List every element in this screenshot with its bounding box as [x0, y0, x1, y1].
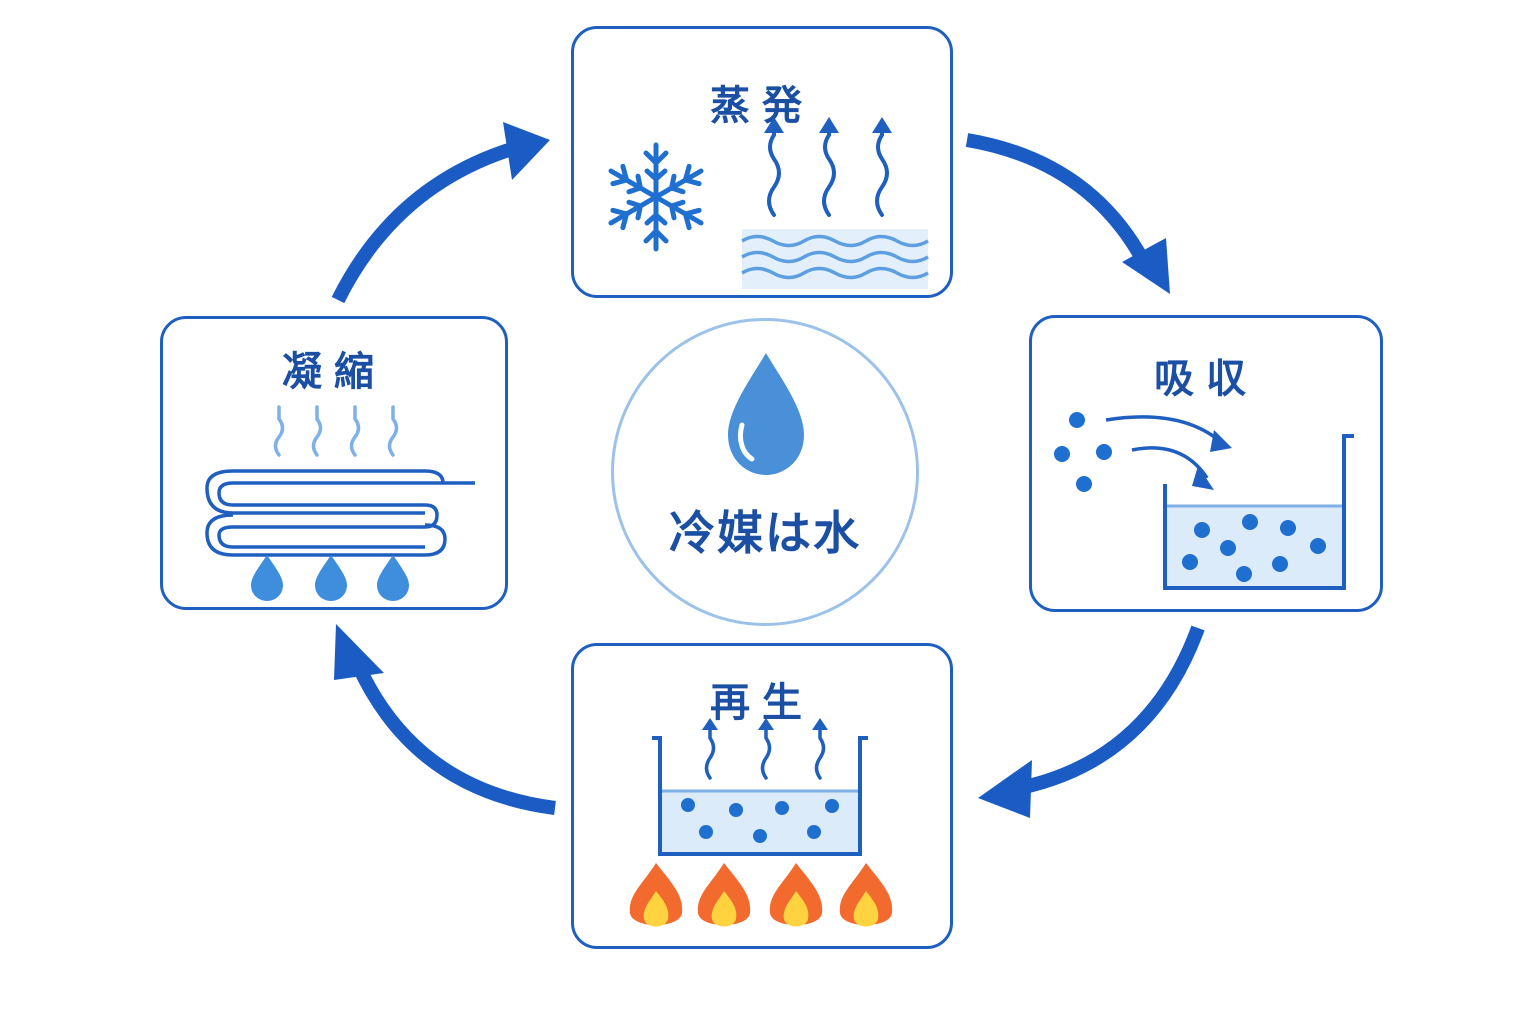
arrow-absorption-to-regeneration [1018, 625, 1205, 795]
rising-vapor-icon [767, 121, 889, 217]
water-drop-icon [251, 555, 409, 601]
arrowhead-evaporation [503, 122, 550, 180]
center-refrigerant-circle: 冷媒は水 [611, 318, 919, 626]
flame-icon [629, 863, 893, 927]
curved-arrows-icon [1105, 415, 1224, 479]
arrow-condensation-to-evaporation [331, 141, 518, 304]
step-card-absorption: 吸収 [1029, 315, 1383, 612]
step-card-regeneration: 再生 [571, 643, 953, 949]
rising-vapor-icon [273, 405, 399, 457]
step-card-evaporation: 蒸発 [571, 26, 953, 298]
arrowhead-condensation [334, 624, 384, 680]
arrowhead-regeneration [978, 760, 1032, 818]
snowflake-icon [606, 142, 706, 249]
particles-icon [1054, 412, 1112, 492]
step-card-condensation: 凝縮 [160, 316, 508, 610]
solution-tank-icon [652, 736, 868, 856]
step-title-absorption: 吸収 [1154, 356, 1258, 402]
arrow-regeneration-to-condensation [351, 662, 556, 815]
coil-pipe-icon [205, 469, 475, 557]
step-title-evaporation: 蒸発 [710, 83, 814, 129]
step-title-regeneration: 再生 [710, 680, 814, 726]
arrowhead-absorption [1122, 238, 1170, 294]
water-drop-icon [728, 353, 804, 475]
water-waves-icon [741, 229, 929, 289]
solution-tank-icon [1163, 434, 1354, 590]
arrow-evaporation-to-absorption [965, 133, 1147, 259]
center-label: 冷媒は水 [669, 506, 861, 560]
rising-vapor-icon [704, 724, 826, 780]
step-title-condensation: 凝縮 [282, 349, 386, 395]
